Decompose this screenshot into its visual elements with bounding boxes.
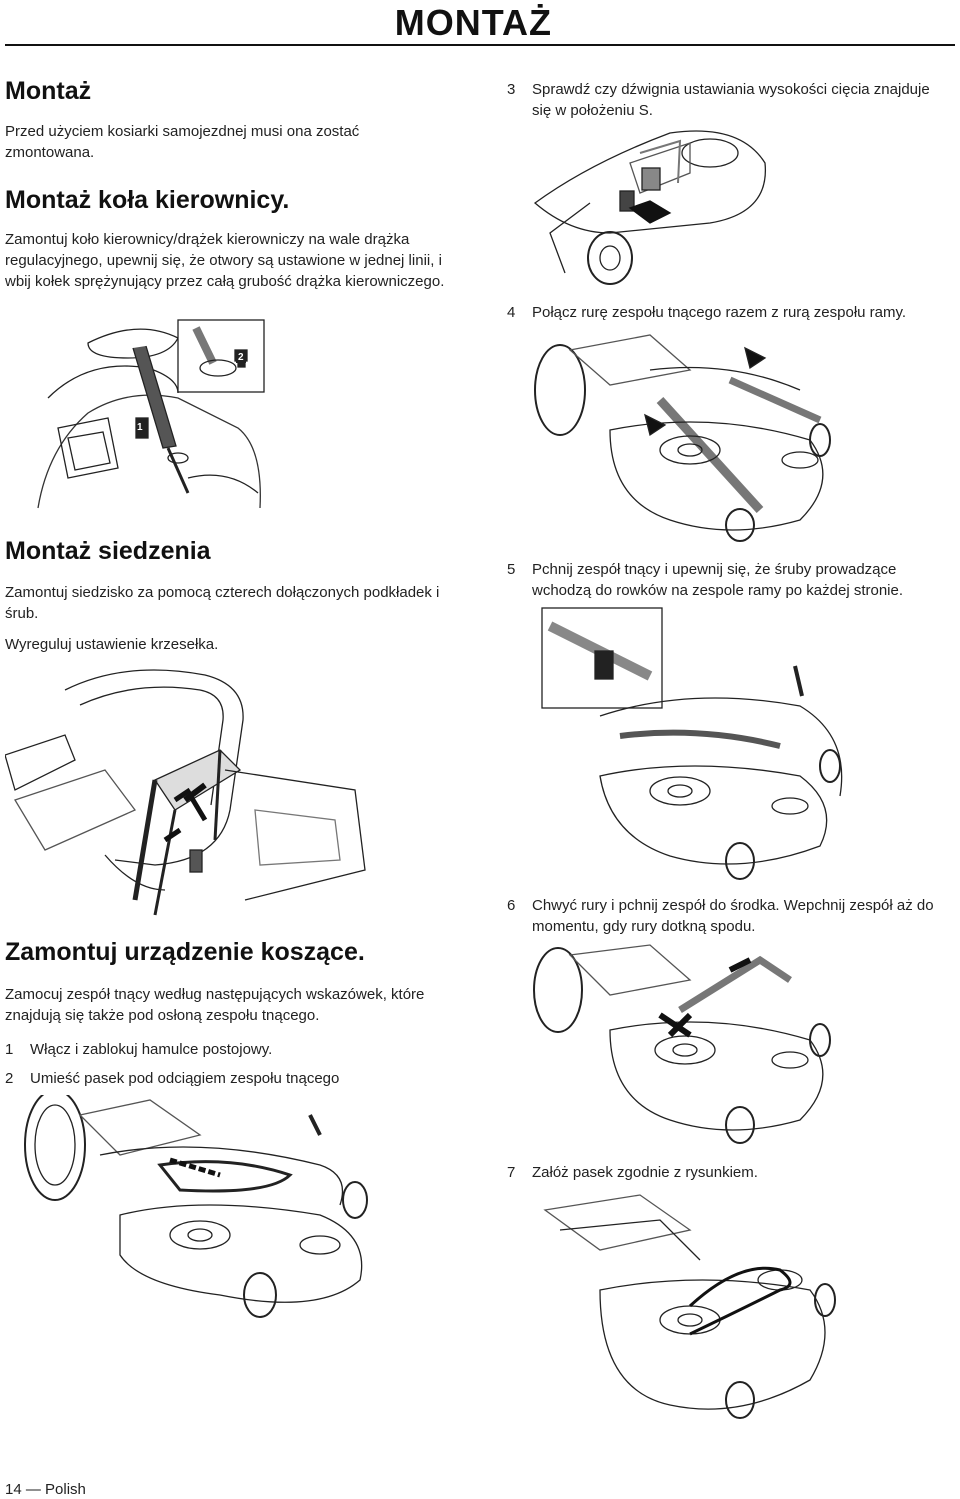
step-text: Pchnij zespół tnący i upewnij się, że śr…: [532, 561, 904, 599]
step-number: 2: [5, 1070, 14, 1087]
step-number: 7: [507, 1164, 516, 1181]
step-4: 4 Połącz rurę zespołu tnącego razem z ru…: [507, 302, 952, 324]
step-5: 5 Pchnij zespół tnący i upewnij się, że …: [507, 559, 952, 603]
page-header-title: MONTAŻ: [394, 2, 552, 43]
footer-dash: —: [25, 1481, 41, 1498]
kolo-text: Zamontuj koło kierownicy/drążek kierowni…: [5, 231, 445, 290]
urzadzenie-text: Zamocuj zespół tnący według następującyc…: [5, 986, 425, 1024]
step-text: Połącz rurę zespołu tnącego razem z rurą…: [532, 304, 907, 321]
siedzenie-text-1: Zamontuj siedzisko za pomocą czterech do…: [5, 584, 440, 622]
step-number: 5: [507, 561, 516, 578]
section-heading-siedzenie: Montaż siedzenia: [5, 537, 211, 565]
siedzenie-text-2: Wyreguluj ustawienie krzesełka.: [5, 636, 219, 653]
belt-tensioner-illustration: [20, 1095, 380, 1330]
step-text: Włącz i zablokuj hamulce postojowy.: [30, 1041, 273, 1058]
seat-illustration: [5, 660, 370, 918]
step-number: 4: [507, 304, 516, 321]
page-number: 14: [5, 1481, 22, 1498]
belt-routing-illustration: [540, 1190, 842, 1434]
step-6: 6 Chwyć rury i pchnij zespół do środka. …: [507, 895, 957, 939]
page-footer: 14 — Polish: [5, 1481, 86, 1498]
step-text: Chwyć rury i pchnij zespół do środka. We…: [532, 897, 934, 935]
height-lever-illustration: [530, 123, 770, 285]
step-number: 6: [507, 897, 516, 914]
step-number: 1: [5, 1041, 14, 1058]
section-heading-urzadzenie: Zamontuj urządzenie koszące.: [5, 938, 365, 966]
push-assembly-illustration: [530, 940, 840, 1152]
header-rule: [5, 44, 955, 46]
callout-1: 1: [137, 422, 143, 433]
connect-tubes-illustration: [530, 330, 840, 542]
section-heading-montaz: Montaż: [5, 77, 92, 105]
step-text: Załóż pasek zgodnie z rysunkiem.: [532, 1164, 758, 1181]
guide-bolts-illustration: [540, 606, 858, 884]
step-text: Sprawdź czy dźwignia ustawiania wysokośc…: [532, 81, 930, 119]
step-2: 2 Umieść pasek pod odciągiem zespołu tną…: [5, 1068, 465, 1090]
step-text: Umieść pasek pod odciągiem zespołu tnące…: [30, 1070, 340, 1087]
section-heading-kolo: Montaż koła kierownicy.: [5, 186, 290, 214]
step-7: 7 Załóż pasek zgodnie z rysunkiem.: [507, 1162, 952, 1184]
montaz-text: Przed użyciem kosiarki samojezdnej musi …: [5, 123, 360, 161]
steering-wheel-illustration: 2 1: [28, 318, 268, 518]
callout-2: 2: [236, 352, 246, 363]
step-number: 3: [507, 81, 516, 98]
step-3: 3 Sprawdź czy dźwignia ustawiania wysoko…: [507, 79, 952, 123]
step-1: 1 Włącz i zablokuj hamulce postojowy.: [5, 1039, 465, 1061]
footer-language: Polish: [45, 1481, 86, 1498]
